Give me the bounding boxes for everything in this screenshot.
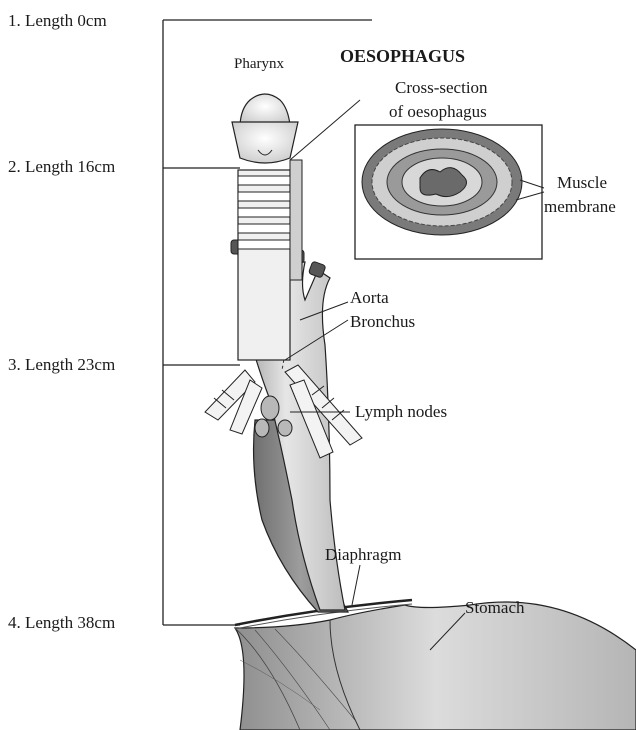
length-0cm-label: 1. Length 0cm [8, 11, 107, 30]
stomach-illustration [235, 602, 636, 730]
cross-section-label-line1: Cross-section [395, 78, 488, 97]
pharynx-label: Pharynx [234, 56, 284, 72]
lymph-nodes-label: Lymph nodes [355, 402, 447, 421]
stomach-label: Stomach [465, 598, 525, 617]
muscle-label-line2: membrane [544, 197, 616, 216]
length-16cm-label: 2. Length 16cm [8, 157, 115, 176]
bronchus-label: Bronchus [350, 312, 415, 331]
cross-section-inset [355, 125, 542, 259]
diaphragm-label: Diaphragm [325, 545, 401, 564]
diagram-title: OESOPHAGUS [340, 46, 465, 66]
length-23cm-label: 3. Length 23cm [8, 355, 115, 374]
cross-section-label-line2: of oesophagus [389, 102, 487, 121]
muscle-label-line1: Muscle [557, 173, 607, 192]
length-38cm-label: 4. Length 38cm [8, 613, 115, 632]
aorta-label: Aorta [350, 288, 389, 307]
